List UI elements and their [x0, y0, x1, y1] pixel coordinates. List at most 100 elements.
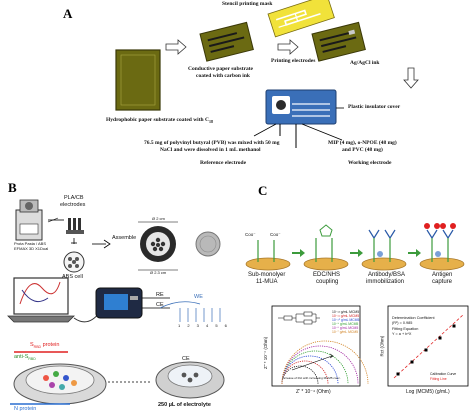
dim-top-label: Ø 2 cm — [152, 216, 165, 221]
printer-icon — [15, 199, 43, 241]
cal-fit-eq: Fitting Equation — [392, 327, 419, 331]
mip-desc-2: and PVC (48 mg) — [342, 147, 383, 153]
calibration-point — [396, 372, 400, 376]
plastic-cover-label: Plastic insulator cover — [348, 104, 401, 110]
step3-label-1: Antibody/BSA — [368, 272, 406, 278]
ref-desc-1: 76.5 mg of polyvinyl butyral (PVB) was m… — [144, 140, 280, 146]
conductive-substrate — [199, 21, 254, 62]
hydrophobic-label: Hydrophobic paper substrate coated with … — [106, 117, 213, 124]
circuit-inset — [278, 311, 320, 325]
step4-label-1: Antigen — [432, 272, 453, 278]
stencil-mask — [267, 0, 335, 38]
cal-fit-form: Y = a + b*X — [392, 332, 412, 336]
panel-c-letter: C — [258, 183, 268, 198]
calibration-point — [452, 324, 456, 328]
dim-bottom-label: Ø 2.3 cm — [150, 270, 167, 275]
panel-c-graphics — [245, 223, 469, 387]
arrow-1 — [165, 39, 187, 55]
potentiostat — [95, 287, 143, 319]
ref-desc-2: NaCl and were dissolved in 1 mL methanol — [160, 147, 261, 153]
laptop-icon — [7, 277, 75, 323]
panel-a: A — [0, 0, 474, 180]
nyquist-ylabel: Z’’ * 10⁻⁴ (Ohm) — [263, 336, 268, 369]
nyquist-arc — [281, 355, 339, 385]
antigens — [424, 223, 456, 229]
panel-b: B — [0, 180, 240, 414]
step4-label-2: capture — [432, 279, 453, 285]
s-protein-text: S — [30, 342, 34, 348]
anti-s-text: anti-S — [14, 354, 29, 360]
s-protein-rest: protein — [41, 342, 60, 348]
conductive-substrate-label-1: Conductive paper substrate — [188, 66, 253, 72]
pla-electrodes — [66, 218, 84, 234]
anti-s-sub: RBD — [28, 357, 36, 362]
panel-c: C — [240, 180, 474, 414]
printer-label-1: Prota Pasta / ABS — [14, 241, 47, 246]
cal-det-coeff: Determination Coefficient — [392, 316, 435, 320]
printer-label-2: EFMAX 3D X1Dual — [14, 246, 49, 251]
cal-legend-fit: Fitting Line — [430, 377, 447, 381]
calibration-point — [424, 348, 428, 352]
calibration-plot — [387, 305, 469, 387]
cal-legend-curve: Calibration Curve — [430, 372, 457, 376]
nhs-ring — [319, 224, 333, 237]
nyquist-legend: 10⁻¹² g/mL MCM5 10⁻¹¹ g/mL MCM5 10⁻¹⁰ g/… — [332, 310, 359, 334]
mua-chains — [257, 238, 449, 262]
cal-xlabel: Log (MCM5) (g/mL) — [406, 389, 450, 395]
assembled-cell — [138, 221, 178, 271]
arrow-2 — [277, 39, 299, 55]
coin — [195, 231, 221, 257]
printing-electrodes-label: Printing electrodes — [271, 58, 316, 64]
ce-label: CE — [156, 302, 164, 308]
antibodies — [368, 229, 454, 239]
arrow-down — [403, 67, 419, 89]
ag-ink-label: Ag/AgCl ink — [350, 60, 380, 66]
s-protein-label: SRBD protein — [30, 342, 59, 349]
we-label: WE — [194, 294, 203, 300]
nyquist-arrow-text: Increase of Rct with increasing MCM5 con… — [282, 376, 341, 380]
hydrophobic-sub: 18 — [208, 119, 213, 125]
s-protein-sub: RBD — [33, 345, 42, 350]
electrolyte-label: 250 µL of electrolyte — [158, 402, 211, 408]
anti-s-label: anti-SRBD — [14, 354, 36, 361]
stencil-mask-label: Stencil printing mask — [222, 1, 273, 7]
printed-electrodes — [311, 21, 366, 62]
sensor-device — [265, 89, 337, 148]
step2-label-1: EDC/NHS — [313, 272, 341, 278]
nyquist-legend-item: 10⁻⁹ g/mL MCM5 — [332, 322, 359, 326]
step1-label-1: Sub-monolyer — [248, 272, 286, 278]
assemble-label: Assemble — [112, 235, 137, 241]
nyquist-arc — [281, 345, 359, 385]
nyquist-xlabel: Z’ * 10⁻⁴ (Ohm) — [296, 389, 331, 395]
nyquist-legend-item: 10⁻⁷ g/mL MCM5 — [332, 330, 359, 334]
cal-ylabel: Rct (Ohm) — [379, 335, 385, 357]
coo-label-1: Coo⁻ — [245, 232, 256, 237]
step2-label-2: coupling — [316, 279, 339, 285]
coo-label-2: Coo⁻ — [270, 232, 281, 237]
ce-bottom-label: CE — [182, 356, 190, 362]
abs-cell-label: ABS cell — [62, 274, 83, 280]
calibration-point — [438, 336, 442, 340]
we-numbers: 1 2 3 4 5 6 — [178, 323, 230, 328]
electrolyte-cell — [155, 361, 225, 399]
conductive-substrate-label-2: coated with carbon ink — [196, 73, 250, 79]
protein-cell — [13, 363, 107, 405]
step1-label-2: 11-MUA — [256, 279, 278, 285]
panel-a-graphics — [115, 0, 419, 148]
reference-electrode-label: Reference electrode — [200, 160, 247, 166]
calibration-point — [410, 360, 414, 364]
nyquist-plot — [271, 305, 369, 387]
n-protein-label: N protein — [14, 406, 37, 412]
abs-cell — [63, 251, 85, 273]
panel-b-graphics — [7, 199, 225, 405]
hydrophobic-substrate — [115, 49, 161, 111]
mip-desc-1: MIP (4 mg), o-NPOE (48 mg) — [328, 140, 397, 146]
working-electrode-label: Working electrode — [348, 160, 392, 166]
hydrophobic-text: Hydrophobic paper substrate coated with … — [106, 117, 209, 123]
nyquist-legend-item: 10⁻⁸ g/mL MCM5 — [332, 326, 359, 330]
nyquist-arc — [281, 360, 329, 385]
nyquist-legend-item: 10⁻¹⁰ g/mL MCM5 — [332, 318, 360, 322]
re-label: RE — [156, 292, 164, 298]
panel-a-letter: A — [63, 6, 73, 21]
pla-cb-label-2: electrodes — [60, 202, 86, 208]
